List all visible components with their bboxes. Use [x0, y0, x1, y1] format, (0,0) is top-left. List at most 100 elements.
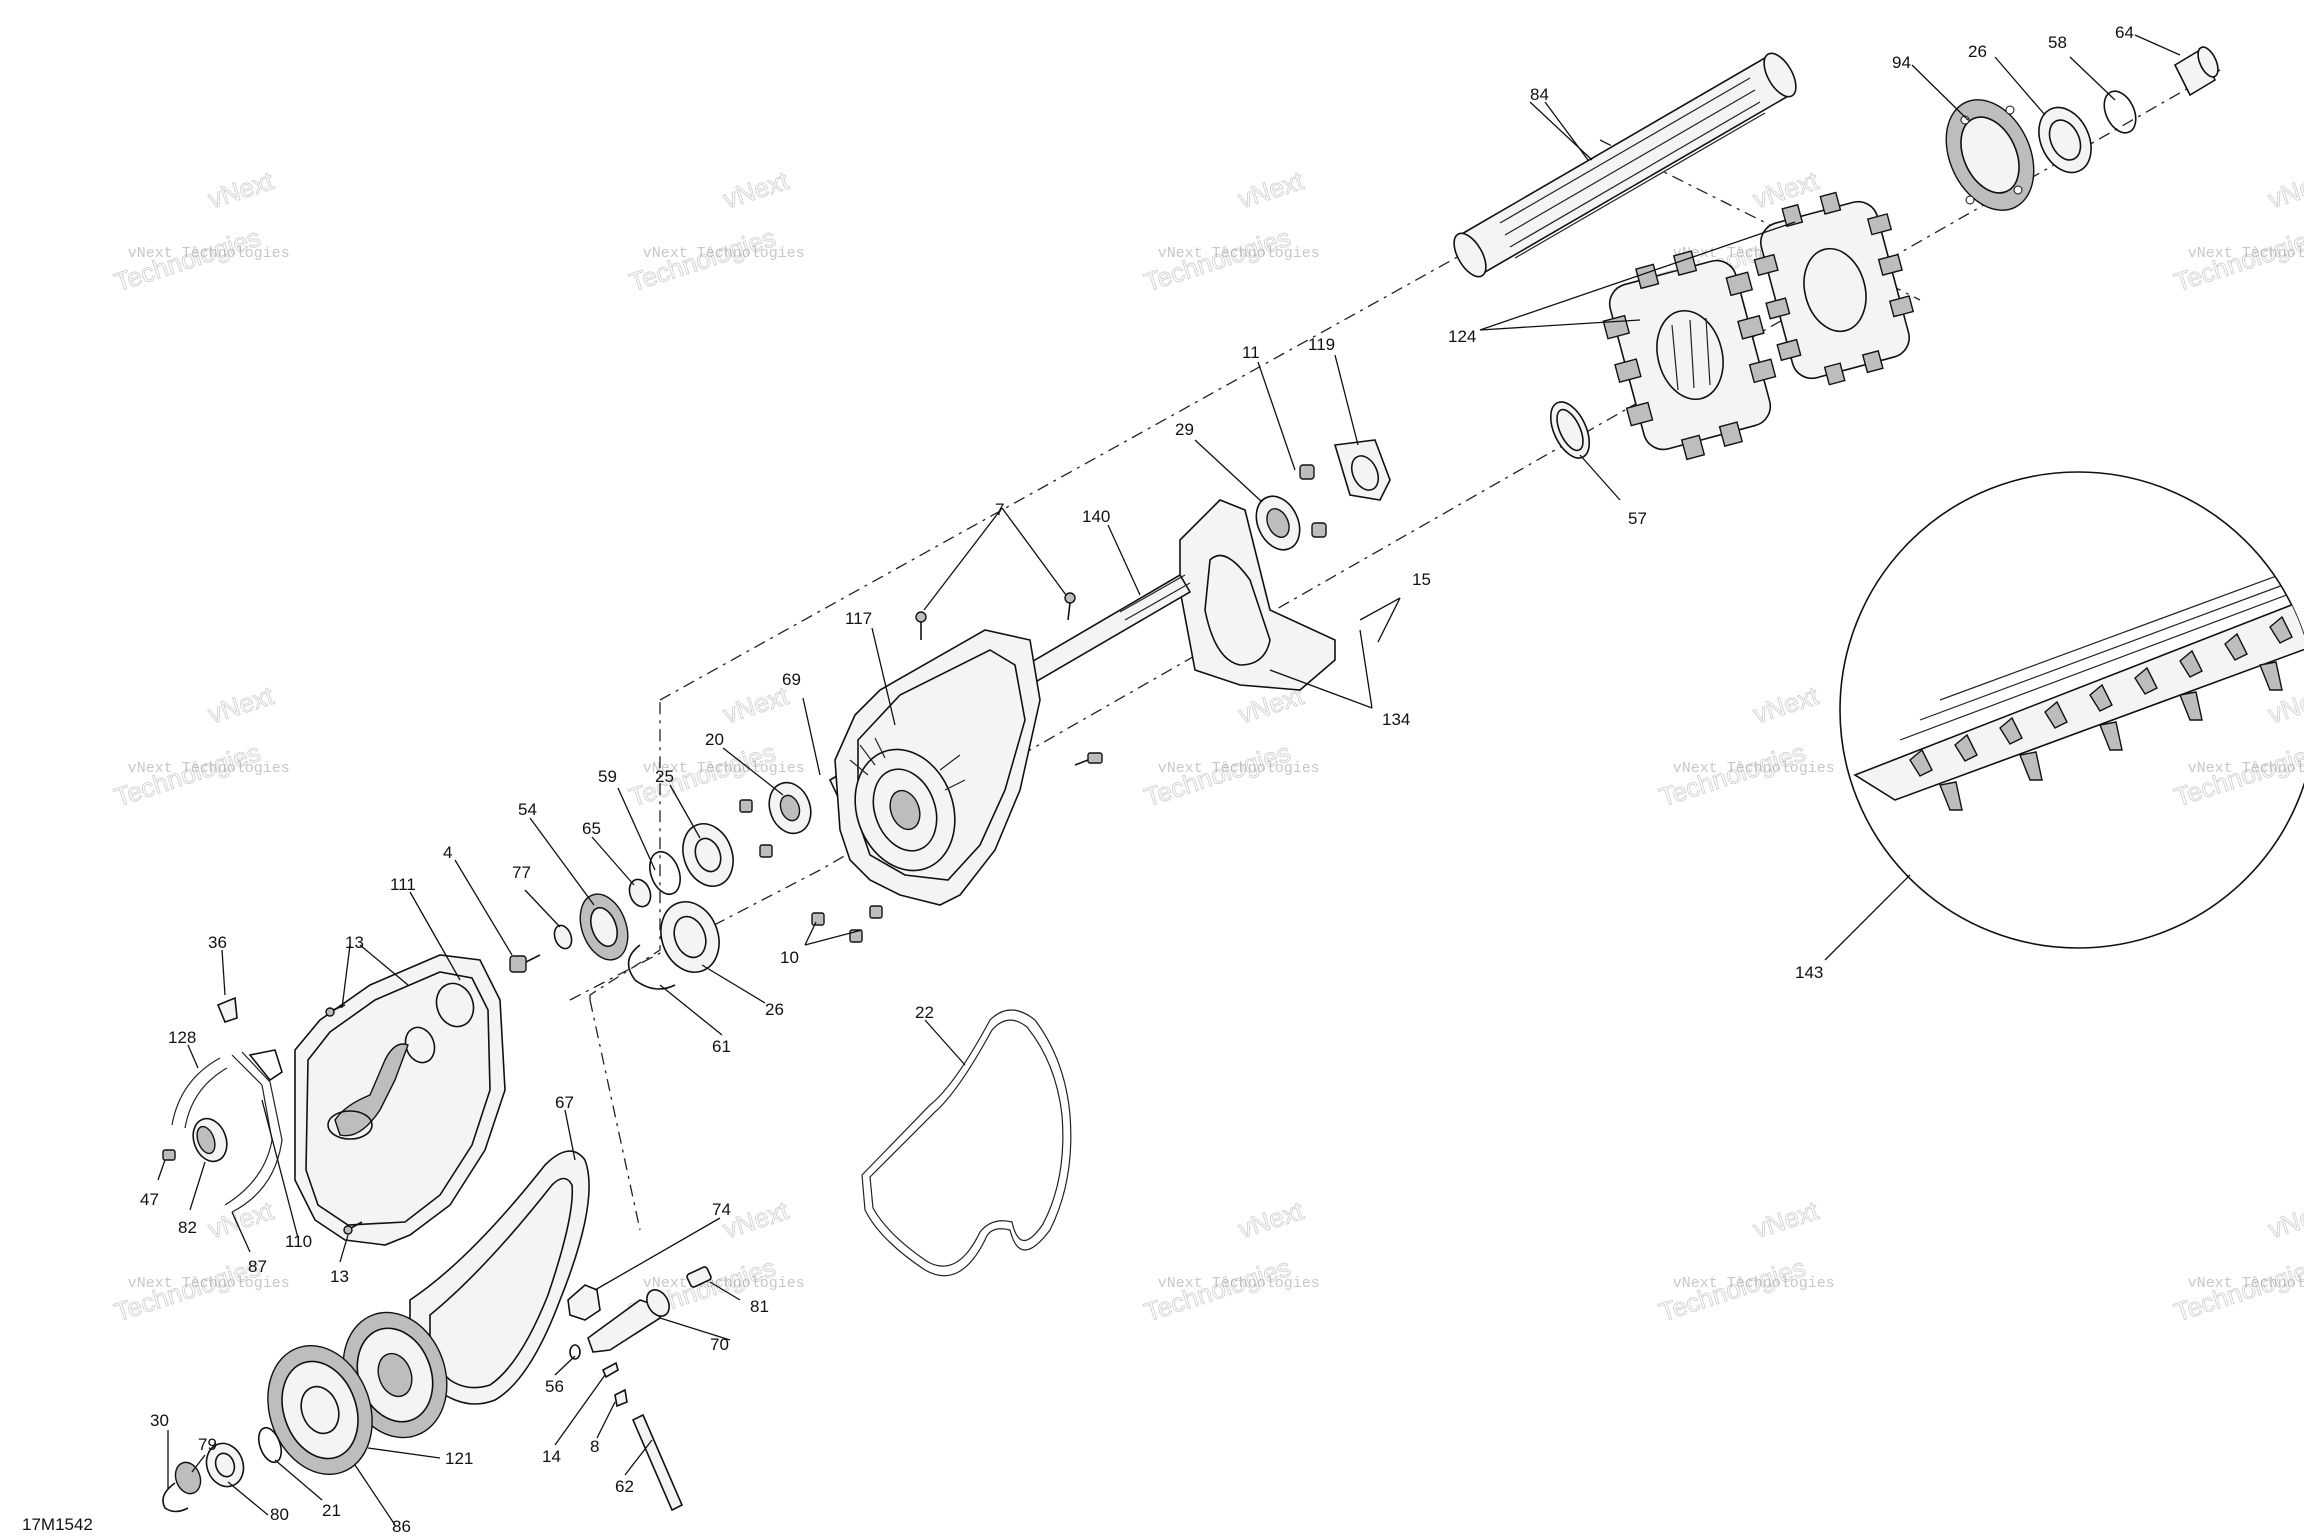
- callout-26-top: 26: [1968, 42, 1987, 61]
- watermark-line1: vNext Technologies: [643, 1275, 805, 1292]
- watermark-line1: vNext Technologies: [128, 245, 290, 262]
- callout-69: 69: [782, 670, 801, 689]
- callout-47: 47: [140, 1190, 159, 1209]
- watermark-arc: vNext: [1234, 1195, 1307, 1244]
- callout-labels: 84 94 26 58 64 124 119 11 29 57 7 140 15…: [140, 23, 2134, 1536]
- callout-64: 64: [2115, 23, 2134, 42]
- callout-67: 67: [555, 1093, 574, 1112]
- watermark-arc: vNext: [2264, 1195, 2304, 1244]
- callout-14: 14: [542, 1447, 561, 1466]
- callout-21: 21: [322, 1501, 341, 1520]
- tensioner-block-74: [567, 1284, 601, 1321]
- watermark-arc: vNext: [719, 165, 792, 214]
- end-cap-64: [2173, 46, 2219, 97]
- lower-axis: [589, 999, 641, 1231]
- watermark-line1: vNext Technologies: [2188, 245, 2304, 262]
- ring-56: [569, 1344, 581, 1360]
- ring-57: [1549, 401, 1591, 459]
- bearing-20: [768, 781, 812, 835]
- callout-124: 124: [1448, 327, 1476, 346]
- callout-110: 110: [285, 1232, 312, 1251]
- callout-82: 82: [178, 1218, 197, 1237]
- left-axis-drop: [589, 700, 661, 1000]
- watermark-arc: vNext: [1749, 680, 1822, 729]
- callout-8: 8: [590, 1437, 599, 1456]
- drawing-code: 17M1542: [22, 1515, 93, 1534]
- watermark-line1: vNext Technologies: [1158, 245, 1320, 262]
- sight-glass-82: [192, 1117, 228, 1163]
- callout-81: 81: [750, 1297, 769, 1316]
- bracket-119: [1333, 439, 1391, 501]
- callout-79: 79: [198, 1435, 217, 1454]
- callout-57: 57: [1628, 509, 1647, 528]
- tube-128: [171, 1057, 228, 1129]
- ring-61: [627, 944, 676, 990]
- washer-77: [553, 924, 573, 950]
- circlip-30: [162, 1482, 189, 1513]
- adjuster-bolt-81: [686, 1266, 712, 1288]
- callout-140: 140: [1082, 507, 1110, 526]
- callout-58: 58: [2048, 33, 2067, 52]
- bearing-25: [682, 823, 734, 887]
- bearing-29: [1255, 495, 1301, 551]
- bolts-7: [915, 592, 1076, 640]
- chaincase-housing-117: [834, 629, 1041, 906]
- leader-lines: [157, 34, 2181, 1526]
- drive-sprocket-left-124: [1602, 250, 1777, 461]
- callout-7: 7: [995, 500, 1004, 519]
- callout-84: 84: [1530, 85, 1549, 104]
- callout-143: 143: [1795, 963, 1823, 982]
- callout-36: 36: [208, 933, 227, 952]
- callout-121: 121: [445, 1449, 473, 1468]
- ring-59: [649, 850, 681, 896]
- callout-77: 77: [512, 863, 531, 882]
- callout-15: 15: [1412, 570, 1431, 589]
- callout-87: 87: [248, 1257, 267, 1276]
- watermark-line1: vNext Technologies: [643, 760, 805, 777]
- fitting-47: [162, 1149, 176, 1161]
- drive-sprocket-54: [579, 893, 629, 961]
- callout-119: 119: [1308, 335, 1335, 354]
- callout-11: 11: [1242, 343, 1260, 362]
- callout-111: 111: [390, 875, 416, 894]
- drive-sprocket-right-124: [1753, 191, 1915, 386]
- drive-chain-67: [409, 1150, 590, 1405]
- callout-26-lower: 26: [765, 1000, 784, 1019]
- watermark-line1: vNext Technologies: [1673, 1275, 1835, 1292]
- callout-61: 61: [712, 1037, 731, 1056]
- nut-11: [1299, 464, 1327, 538]
- lower-sprocket-86: [267, 1344, 373, 1476]
- callout-94: 94: [1892, 53, 1911, 72]
- cover-seal-22: [861, 1009, 1072, 1277]
- callout-13-top: 13: [345, 933, 364, 952]
- watermark-arc: vNext: [204, 1195, 277, 1244]
- chaincase-cover-111: [294, 954, 506, 1246]
- bolt-center: [1074, 752, 1103, 766]
- assembly-axes: [569, 69, 2221, 1231]
- clip-36: [216, 996, 238, 1023]
- watermark-line1: vNext Technologies: [1158, 760, 1320, 777]
- key-8: [614, 1388, 628, 1408]
- watermark-arc: vNext: [1749, 165, 1822, 214]
- callout-74: 74: [712, 1200, 731, 1219]
- bracket-110: [248, 1049, 283, 1082]
- watermark-arc: vNext: [204, 680, 277, 729]
- bolts-13: [325, 1004, 363, 1235]
- center-axis: [569, 69, 2221, 1001]
- pin-14: [601, 1361, 619, 1379]
- callout-62: 62: [615, 1477, 634, 1496]
- watermark-line1: vNext Technologies: [128, 760, 290, 777]
- nut-4: [509, 954, 541, 973]
- callout-117: 117: [845, 609, 872, 628]
